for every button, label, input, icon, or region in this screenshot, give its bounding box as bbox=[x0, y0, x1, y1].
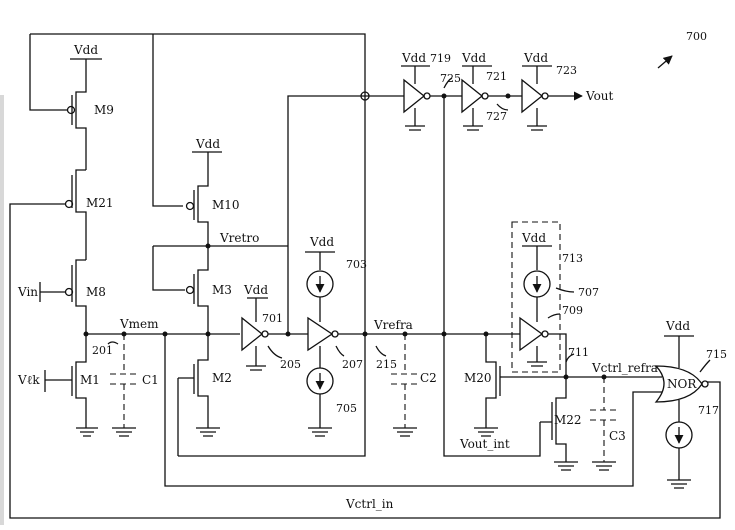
ref-709-label: 709 bbox=[562, 304, 583, 317]
ref-207-label: 207 bbox=[342, 358, 363, 371]
vmem-label: Vmem bbox=[119, 317, 159, 331]
vrefra-label: Vrefra bbox=[373, 318, 413, 332]
block-707 bbox=[502, 221, 569, 380]
m20-label: M20 bbox=[464, 371, 492, 385]
m21-gate-bubble bbox=[64, 199, 74, 209]
ref-717-label: 717 bbox=[698, 404, 719, 417]
vdd-703-label: Vdd bbox=[309, 235, 334, 249]
ref-701-label: 701 bbox=[262, 312, 283, 325]
vrefra-bus bbox=[362, 96, 541, 457]
ref-705-label: 705 bbox=[336, 402, 357, 415]
vdd-m9-label: Vdd bbox=[73, 43, 98, 57]
m9-label: M9 bbox=[94, 103, 114, 117]
m2-label: M2 bbox=[212, 371, 232, 385]
ref-723-label: 723 bbox=[556, 64, 577, 77]
ref-727-label: 727 bbox=[486, 110, 507, 123]
vdd-721-label: Vdd bbox=[461, 51, 486, 65]
ref-725-label: 725 bbox=[440, 72, 461, 85]
m10-label: M10 bbox=[212, 198, 240, 212]
m21-label: M21 bbox=[86, 196, 114, 210]
vctrl-in-label: Vctrl_in bbox=[345, 497, 394, 511]
output-inverter-chain bbox=[360, 65, 583, 131]
ref-707-label: 707 bbox=[578, 286, 599, 299]
inverter-207 bbox=[305, 251, 365, 437]
m22-label: M22 bbox=[554, 413, 582, 427]
m3-gate-bubble bbox=[185, 285, 195, 295]
page-edge-shadow bbox=[0, 95, 4, 525]
ref-721-label: 721 bbox=[486, 70, 507, 83]
ref-205-label: 205 bbox=[280, 358, 301, 371]
m3-label: M3 bbox=[212, 283, 232, 297]
c2-label: C2 bbox=[420, 371, 437, 385]
ref-215-label: 215 bbox=[376, 358, 397, 371]
ref-719-label: 719 bbox=[430, 52, 451, 65]
vdd-nor-label: Vdd bbox=[665, 319, 690, 333]
vretro-label: Vretro bbox=[219, 231, 259, 245]
labels: 700 Vdd M9 M21 M8 M1 Vin Vℓk Vmem 201 C1… bbox=[17, 30, 727, 511]
vdd-719-label: Vdd bbox=[401, 51, 426, 65]
inverter-205 bbox=[241, 95, 365, 371]
vdd-723-label: Vdd bbox=[523, 51, 548, 65]
refractory-branch bbox=[474, 334, 662, 471]
ref-703-label: 703 bbox=[346, 258, 367, 271]
vin-label: Vin bbox=[17, 285, 38, 299]
left-branch bbox=[9, 58, 721, 519]
ref-201-label: 201 bbox=[92, 344, 113, 357]
vout-int-label: Vout_int bbox=[459, 437, 510, 451]
vlk-label: Vℓk bbox=[17, 373, 40, 387]
m1-label: M1 bbox=[80, 373, 100, 387]
ref-711-label: 711 bbox=[568, 346, 589, 359]
middle-branch bbox=[152, 151, 288, 456]
c3-label: C3 bbox=[609, 429, 626, 443]
vdd-m10-label: Vdd bbox=[195, 137, 220, 151]
vdd-inv205-label: Vdd bbox=[243, 283, 268, 297]
m10-gate-bubble bbox=[185, 201, 195, 211]
reference-leaders bbox=[107, 55, 711, 373]
m8-gate-bubble bbox=[64, 287, 74, 297]
top-wiring bbox=[29, 33, 366, 457]
vout-label: Vout bbox=[585, 89, 614, 103]
m8-label: M8 bbox=[86, 285, 106, 299]
vdd-713-label: Vdd bbox=[521, 231, 546, 245]
ref-715-label: 715 bbox=[706, 348, 727, 361]
nor-label: NOR bbox=[667, 377, 697, 391]
figure-ref-label: 700 bbox=[686, 30, 707, 43]
nor-gate-715 bbox=[654, 335, 709, 489]
m9-gate-bubble bbox=[66, 105, 76, 115]
c1-label: C1 bbox=[142, 373, 159, 387]
ref-713-label: 713 bbox=[562, 252, 583, 265]
vctrl-refra-label: Vctrl_refra bbox=[591, 361, 658, 375]
